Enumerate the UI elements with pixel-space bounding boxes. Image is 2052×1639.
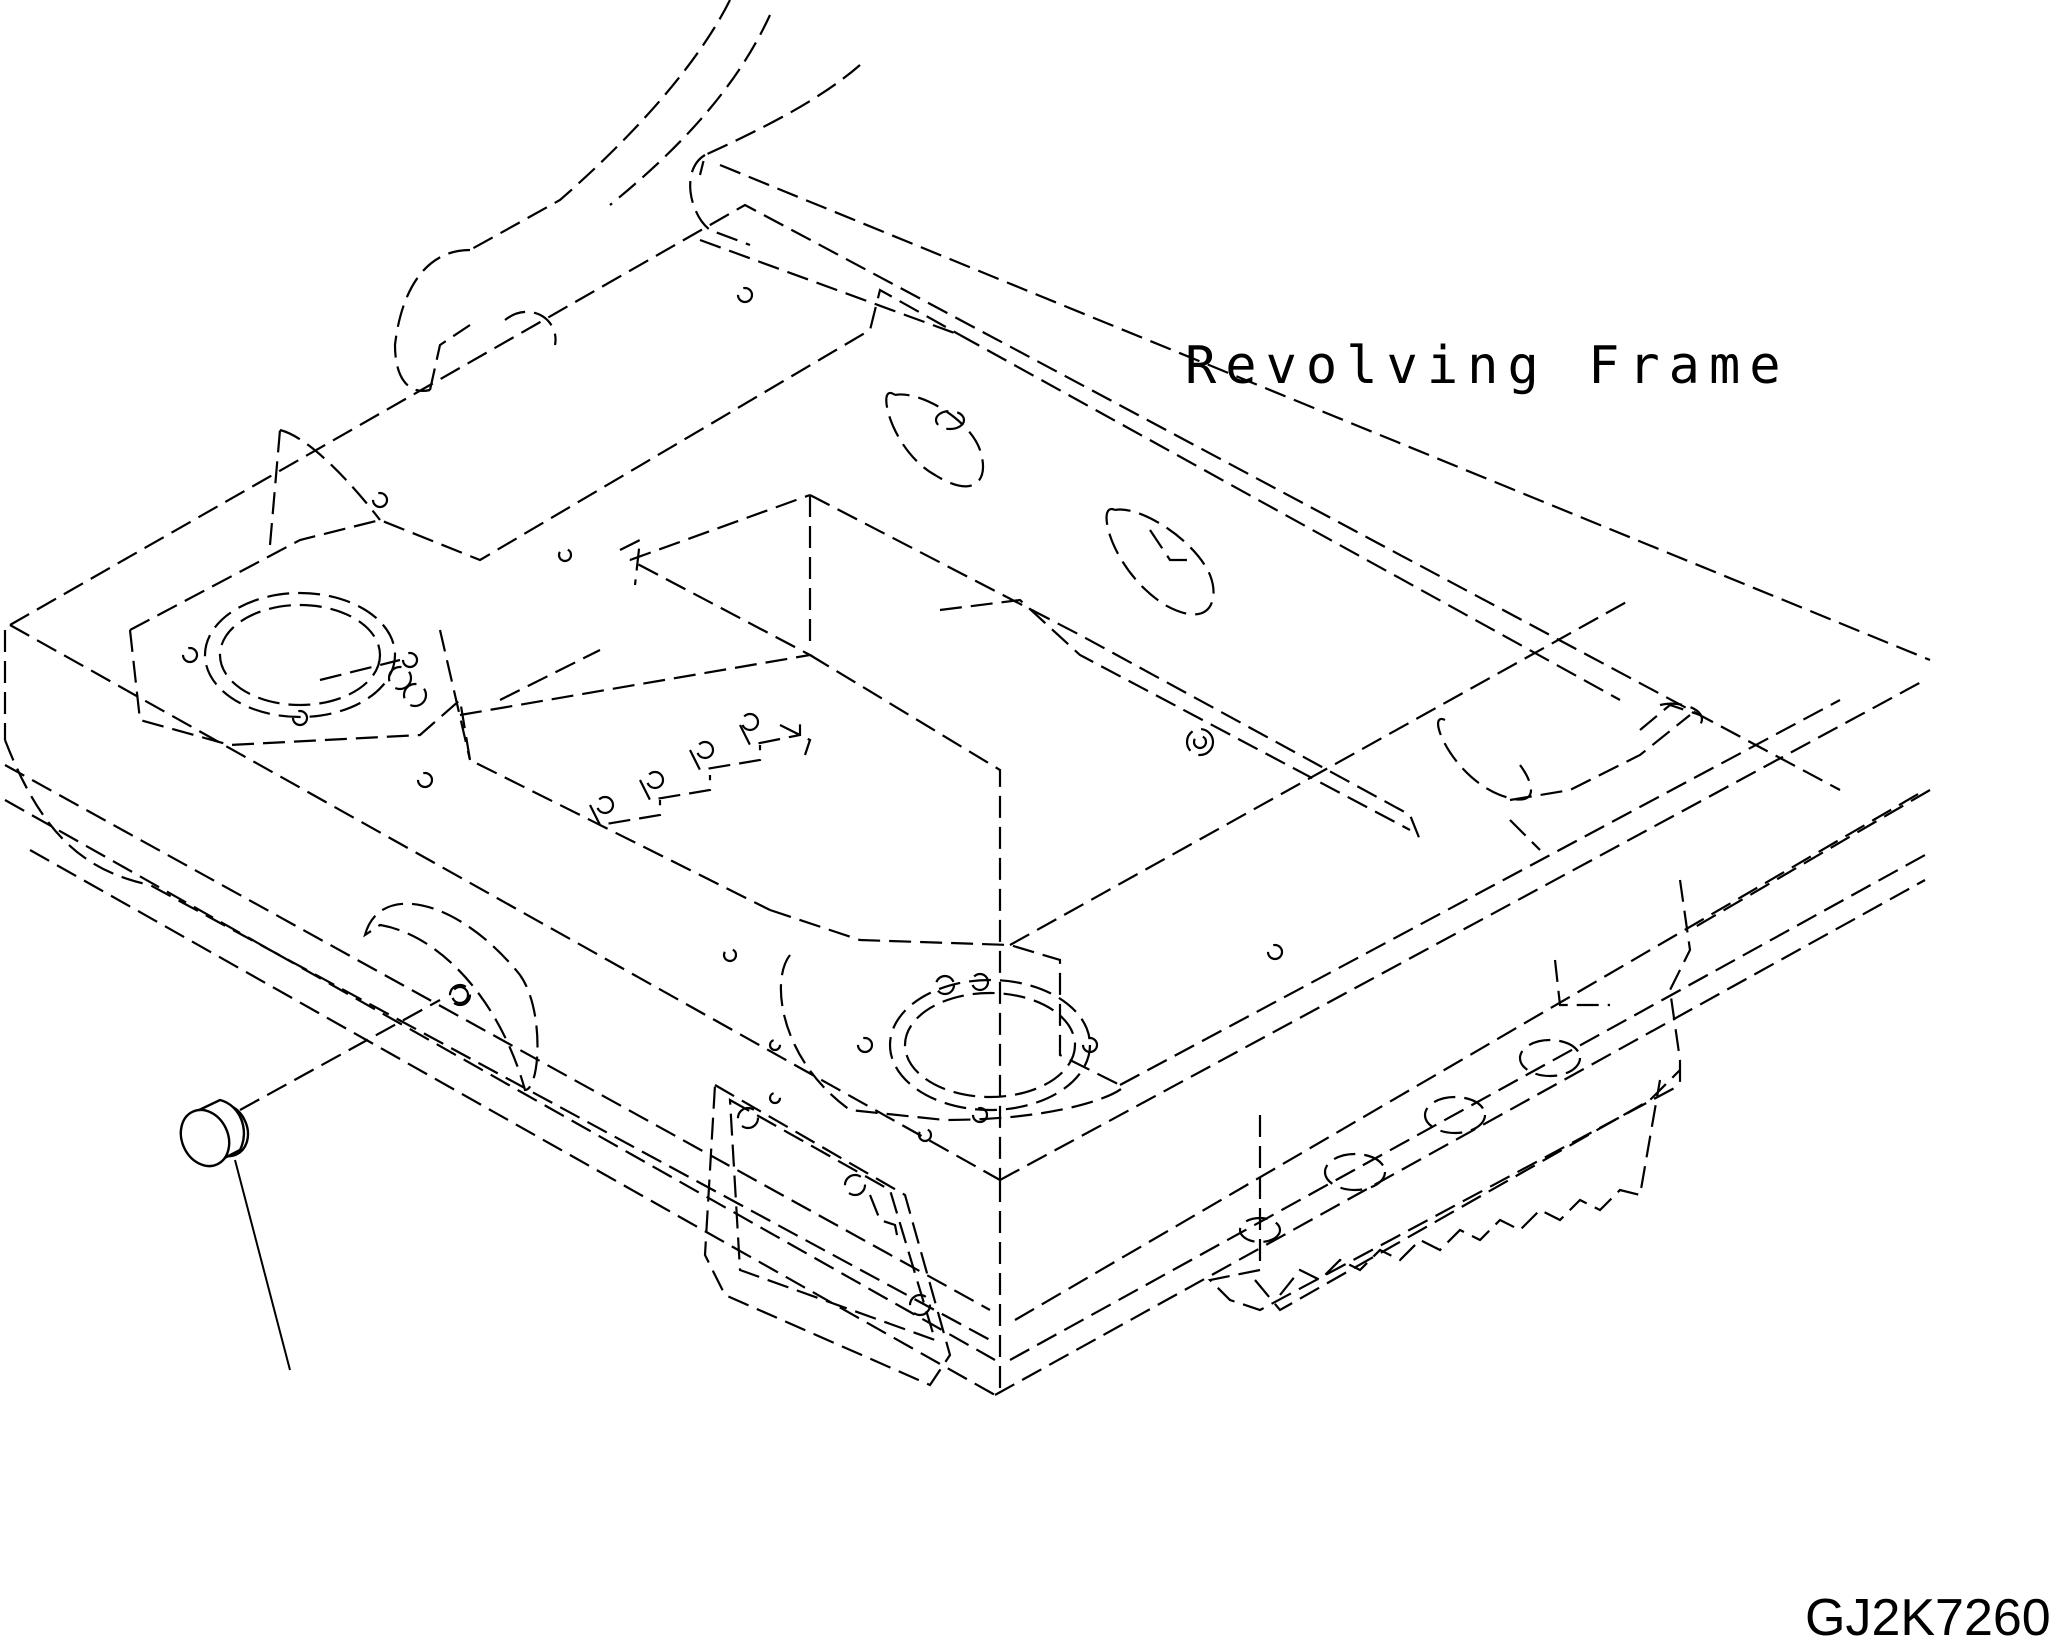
- lower-tray: [1207, 789, 1931, 1312]
- left-ring-mount: [181, 286, 754, 789]
- drawing-code: GJ2K7260: [1805, 1589, 2051, 1639]
- front-access-cover: [703, 1083, 952, 1387]
- plug-centerline: [239, 999, 441, 1111]
- right-ring-mount: [722, 943, 1284, 1143]
- side-curved-bracket: [363, 902, 539, 1092]
- plug-socket: [448, 983, 472, 1007]
- top-deck-edges: [3, 163, 1931, 1396]
- plug: [179, 999, 441, 1371]
- inner-deck: [128, 288, 1841, 1180]
- boom-foot-arms: [393, 0, 861, 393]
- bracket-tabs: [589, 712, 812, 827]
- wall-cutouts: [885, 391, 1704, 801]
- component-label: Revolving Frame: [1185, 336, 1790, 396]
- revolving-frame: [3, 0, 1931, 1396]
- plug-leader-line: [234, 1159, 291, 1371]
- plug-face: [179, 1108, 231, 1168]
